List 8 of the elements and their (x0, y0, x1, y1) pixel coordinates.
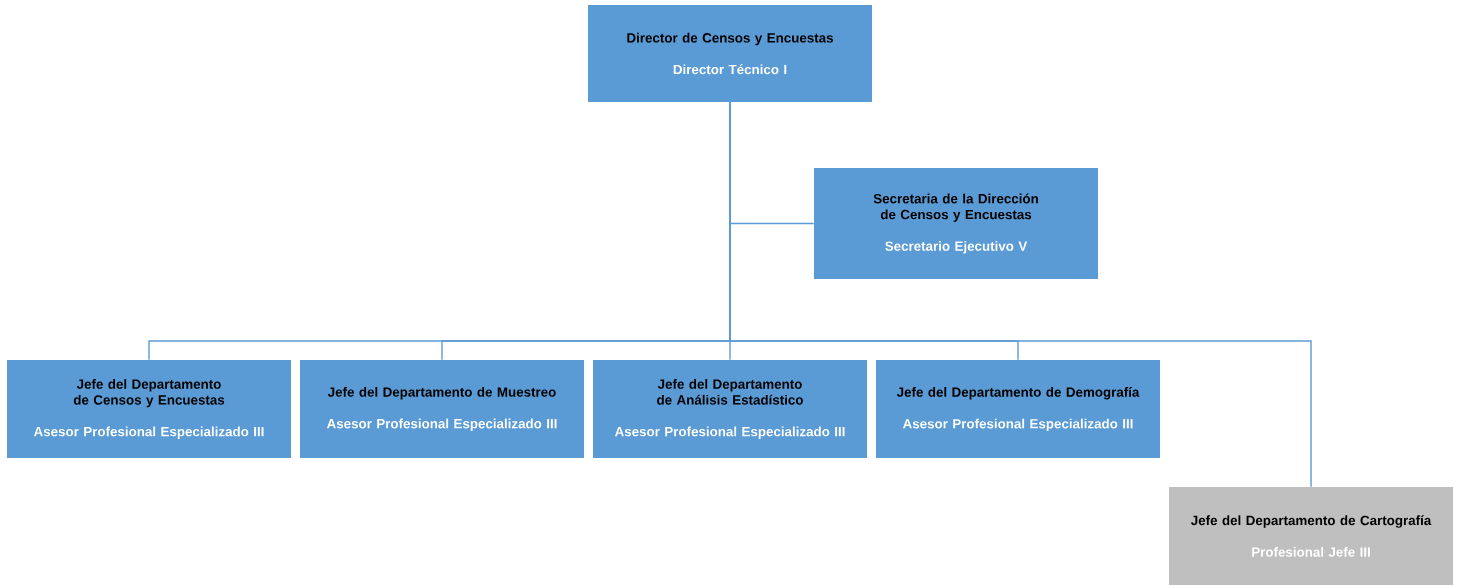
position-box: Jefe del Departamento de Censos y Encuestas Asesor Profesional Especializado III (7, 360, 291, 458)
position-box: Jefe del Departamento de Análisis Estadístico Asesor Profesional Especializado III (593, 360, 868, 458)
position-box: Director de Censos y Encuestas Director Técnico I (588, 5, 873, 102)
position-box: Secretaria de la Dirección de Censos y Encuestas Secretario Ejecutivo V (814, 168, 1099, 279)
connector-line (729, 101, 1312, 488)
position-box: Jefe del Departamento de Muestreo Asesor Profesional Especializado III (300, 360, 584, 458)
position-box: Jefe del Departamento de Cartografía Profesional Jefe III (1169, 487, 1454, 585)
position-box: Jefe del Departamento de Demografía Asesor Profesional Especializado III (876, 360, 1161, 458)
